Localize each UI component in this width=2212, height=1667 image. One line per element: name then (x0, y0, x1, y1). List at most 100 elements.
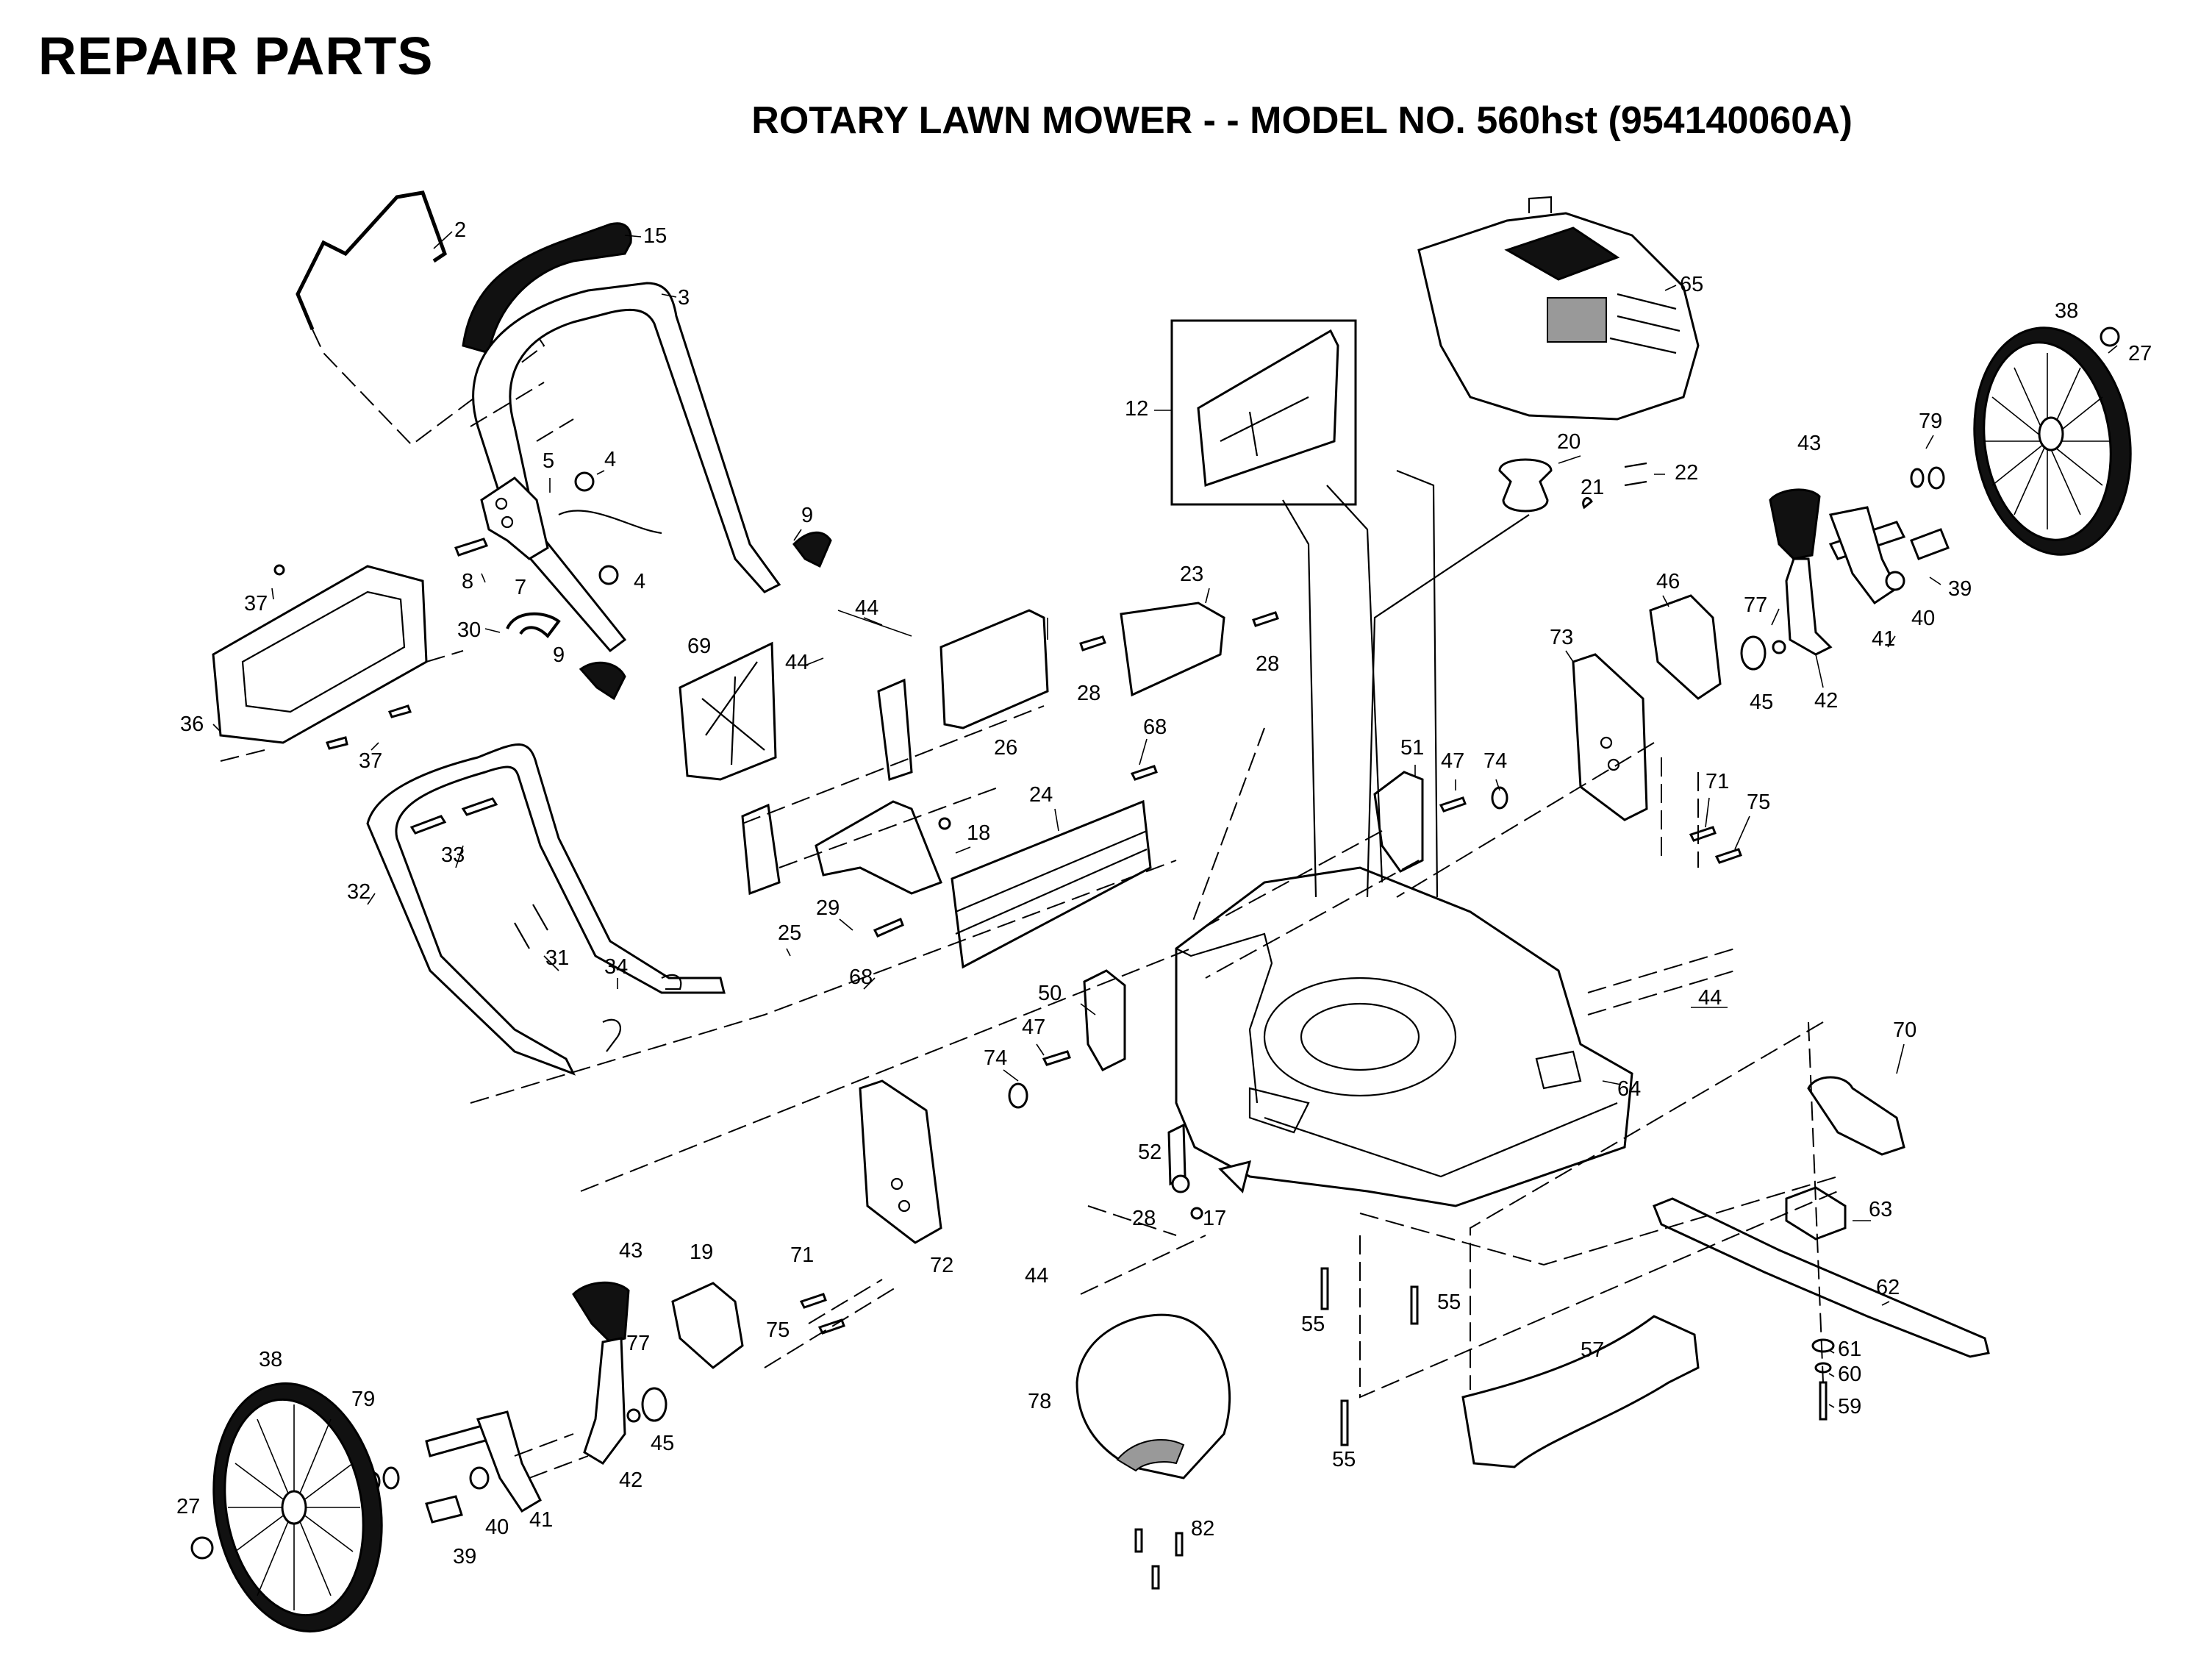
rear-door-bracket (741, 803, 781, 896)
callout-label: 75 (1747, 790, 1770, 814)
callout-label: 37 (359, 749, 382, 773)
mulching-cover (1075, 1313, 1231, 1479)
callout-label: 4 (634, 570, 645, 593)
callout-label: 12 (1125, 397, 1148, 421)
upper-handle (472, 282, 781, 653)
height-bracket-left (859, 1079, 942, 1244)
callout-label: 44 (855, 596, 878, 620)
height-lever-right (1769, 488, 1821, 560)
callout-label: 4 (604, 448, 616, 471)
callout-labels: 2 15 3 5 4 8 7 4 9 37 30 9 36 37 44 44 6… (176, 218, 2152, 1568)
handle-bracket (480, 476, 549, 560)
callout-label: 70 (1893, 1018, 1916, 1042)
callout-label: 65 (1680, 273, 1703, 296)
callout-label: 74 (1483, 749, 1507, 773)
callout-label: 36 (180, 713, 204, 736)
callout-label: 9 (553, 643, 565, 667)
callout-label: 2 (454, 218, 466, 242)
wheel-left (212, 1382, 383, 1633)
callout-label: 68 (1143, 715, 1167, 739)
callout-label: 44 (785, 651, 809, 674)
callout-label: 69 (687, 635, 711, 658)
blade (1653, 1197, 1990, 1358)
height-bracket-right (1572, 653, 1648, 821)
callout-label: 79 (351, 1388, 375, 1411)
adjuster-plate (1649, 594, 1722, 700)
lower-handle (366, 743, 726, 1076)
callout-label: 38 (259, 1348, 282, 1371)
deflector-bracket (939, 609, 1049, 729)
wheel-right (1973, 326, 2132, 556)
upper-bail-wire (296, 190, 448, 330)
callout-label: 29 (816, 896, 840, 920)
callout-label: 42 (619, 1468, 643, 1492)
callout-label: 17 (1203, 1207, 1226, 1230)
callout-label: 30 (457, 618, 481, 642)
callout-label: 22 (1675, 461, 1698, 485)
callout-label: 71 (790, 1243, 814, 1267)
callout-label: 23 (1180, 563, 1203, 586)
adjuster-plate-left (671, 1282, 744, 1369)
cam-lever-lower (579, 661, 626, 701)
callout-label: 38 (2055, 299, 2078, 323)
callout-label: 44 (1698, 986, 1722, 1010)
callout-label: 7 (515, 576, 526, 599)
callout-label: 15 (643, 224, 667, 248)
callout-label: 78 (1028, 1390, 1051, 1413)
handle-wire (558, 510, 662, 535)
callout-label: 28 (1077, 682, 1100, 705)
height-bracket (1120, 602, 1225, 697)
deck-motor-opening (1263, 977, 1457, 1097)
callout-label: 5 (543, 449, 554, 473)
callout-label: 79 (1919, 410, 1942, 433)
callout-label: 71 (1705, 770, 1729, 793)
callout-label: 27 (2128, 342, 2152, 365)
callout-label: 8 (462, 570, 473, 593)
callout-label: 73 (1550, 626, 1573, 649)
callout-label: 41 (1872, 627, 1895, 651)
callout-label: 75 (766, 1318, 790, 1342)
callout-label: 63 (1869, 1198, 1892, 1221)
callout-label: 74 (984, 1046, 1007, 1070)
callout-label: 45 (651, 1432, 674, 1455)
callout-label: 42 (1814, 689, 1838, 713)
callout-label: 62 (1876, 1276, 1900, 1299)
callout-label: 9 (801, 504, 813, 527)
callout-label: 19 (690, 1241, 713, 1264)
callout-label: 31 (545, 946, 569, 970)
callout-label: 33 (441, 843, 465, 867)
deck-baffle (1461, 1315, 1700, 1468)
callout-label: 43 (619, 1239, 643, 1263)
callout-label: 21 (1581, 476, 1604, 499)
callout-label: 46 (1656, 570, 1680, 593)
callout-label: 26 (994, 736, 1017, 760)
callout-label: 77 (626, 1332, 650, 1355)
callout-label: 57 (1581, 1338, 1604, 1362)
callout-label: 47 (1441, 749, 1464, 773)
callout-label: 25 (778, 921, 801, 945)
callout-label: 28 (1132, 1207, 1156, 1230)
callout-label: 32 (347, 880, 371, 904)
cam-lever-upper (792, 531, 832, 568)
callout-label: 72 (930, 1254, 953, 1277)
callout-label: 47 (1022, 1015, 1045, 1039)
callout-label: 55 (1301, 1313, 1325, 1336)
pivot-bracket (1373, 771, 1424, 873)
callout-label: 55 (1437, 1291, 1461, 1314)
callout-label: 40 (1911, 607, 1935, 630)
blade-adapter-cap (1807, 1076, 1905, 1156)
callout-label: 50 (1038, 982, 1062, 1005)
callout-label: 82 (1191, 1517, 1214, 1541)
height-lever-left (572, 1281, 630, 1343)
callout-label: 37 (244, 592, 268, 615)
callout-label: 39 (453, 1545, 476, 1568)
callout-label: 34 (604, 955, 628, 979)
callout-label: 28 (1256, 652, 1279, 676)
inset-plate (1197, 329, 1339, 488)
callout-label: 61 (1838, 1338, 1861, 1361)
page-title: REPAIR PARTS (38, 27, 434, 86)
callout-label: 51 (1400, 736, 1424, 760)
callout-label: 45 (1750, 690, 1773, 714)
callout-label: 20 (1557, 430, 1581, 454)
